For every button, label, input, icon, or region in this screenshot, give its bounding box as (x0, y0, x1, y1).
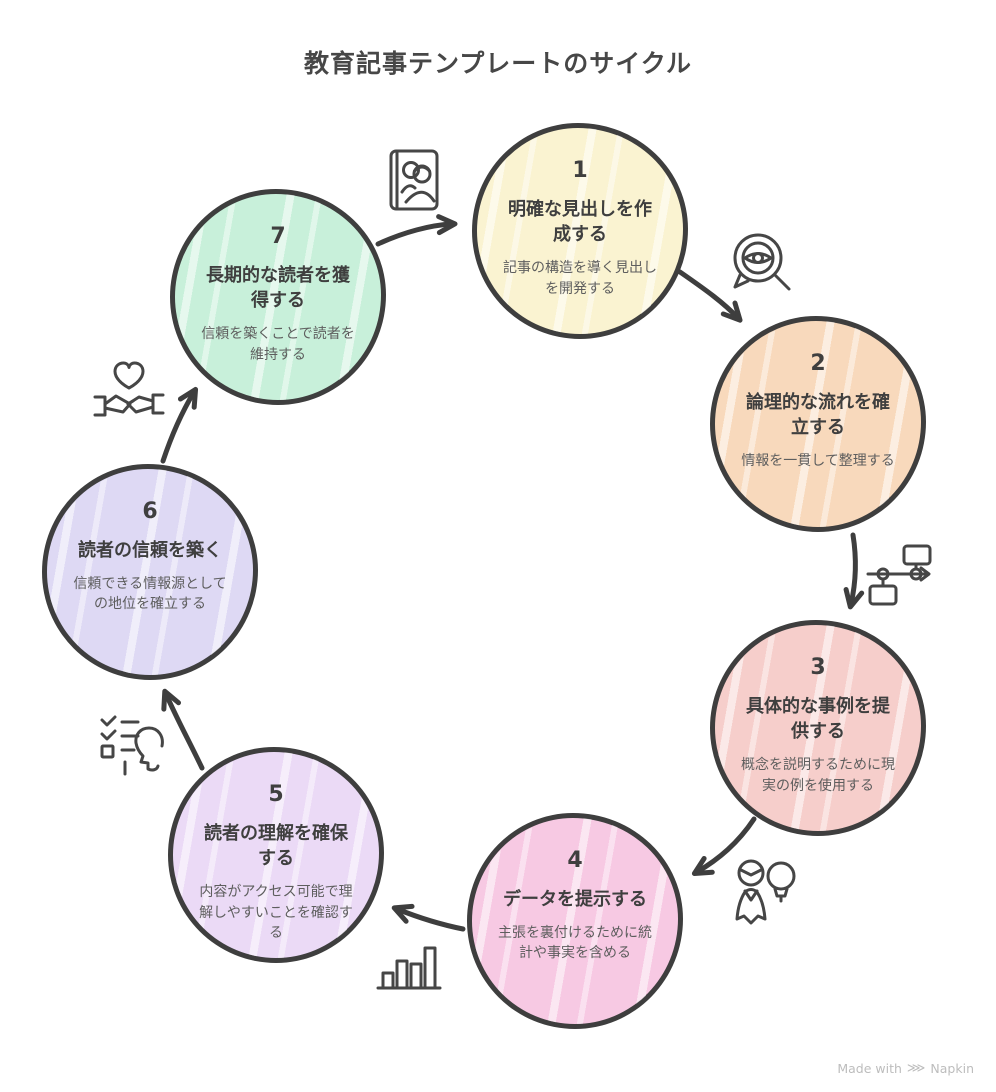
step-description: 情報を一貫して整理する (741, 453, 895, 470)
step-description: 信頼を築くことで読者を維持する (201, 326, 355, 363)
step-circle-4: 4 データを提示する 主張を裏付けるために統計や事実を含める (467, 813, 683, 1039)
arrow-6-to-7 (160, 386, 199, 464)
eye-search-bubble-icon (733, 233, 791, 291)
step-description: 主張を裏付けるために統計や事実を含める (498, 925, 652, 962)
arrow-4-to-5 (391, 903, 466, 932)
step-circle-6: 6 読者の信頼を築く 信頼できる情報源としての地位を確立する (34, 464, 258, 680)
checklist-head-icon (100, 715, 164, 776)
step-circle-5: 5 読者の理解を確保する 内容がアクセス可能で理解しやすいことを確認する (168, 747, 389, 963)
step-title: 読者の理解を確保する (204, 823, 348, 870)
watermark-prefix: Made with (837, 1061, 902, 1076)
napkin-watermark[interactable]: Made with ⋙ Napkin (837, 1061, 974, 1076)
step-number: 7 (270, 224, 286, 249)
step-circle-2: 2 論理的な流れを確立する 情報を一貫して整理する (710, 316, 934, 532)
scribble-patch (865, 609, 921, 659)
person-lightbulb-icon (735, 859, 796, 925)
bar-chart-icon (376, 946, 442, 990)
step-title: 明確な見出しを作成する (508, 199, 652, 246)
people-book-icon (389, 149, 439, 211)
step-description: 記事の構造を導く見出しを開発する (503, 260, 657, 297)
napkin-logo-icon: ⋙ (906, 1061, 926, 1076)
step-title: 具体的な事例を提供する (746, 696, 890, 743)
step-description: 概念を説明するために現実の例を使用する (741, 757, 895, 794)
step-circle-3: 3 具体的な事例を提供する 概念を説明するために現実の例を使用する (710, 609, 926, 836)
scribble-patch (884, 468, 934, 508)
step-title: 論理的な流れを確立する (746, 392, 890, 439)
flowchart-icon (866, 544, 932, 606)
step-number: 4 (567, 848, 583, 873)
arrow-5-to-6 (161, 688, 205, 771)
arrow-2-to-3 (843, 532, 865, 610)
diagram-title: 教育記事テンプレートのサイクル (303, 49, 692, 78)
step-title: 長期的な読者を獲得する (206, 265, 350, 312)
step-number: 6 (142, 499, 158, 524)
step-circle-7: 7 長期的な読者を獲得する 信頼を築くことで読者を維持する (170, 189, 390, 405)
handshake-heart-icon (93, 361, 165, 417)
scribble-patch (502, 995, 554, 1039)
arrow-7-to-1 (375, 214, 458, 247)
step-title: データを提示する (503, 889, 647, 910)
step-number: 2 (810, 351, 826, 376)
step-title: 読者の信頼を築く (78, 540, 222, 561)
step-number: 5 (268, 782, 284, 807)
step-description: 信頼できる情報源としての地位を確立する (73, 576, 227, 613)
step-circle-1: 1 明確な見出しを作成する 記事の構造を導く見出しを開発する (472, 123, 693, 339)
watermark-brand: Napkin (930, 1061, 974, 1076)
step-description: 内容がアクセス可能で理解しやすいことを確認する (199, 884, 353, 941)
step-number: 1 (572, 158, 588, 183)
step-number: 3 (810, 655, 826, 680)
